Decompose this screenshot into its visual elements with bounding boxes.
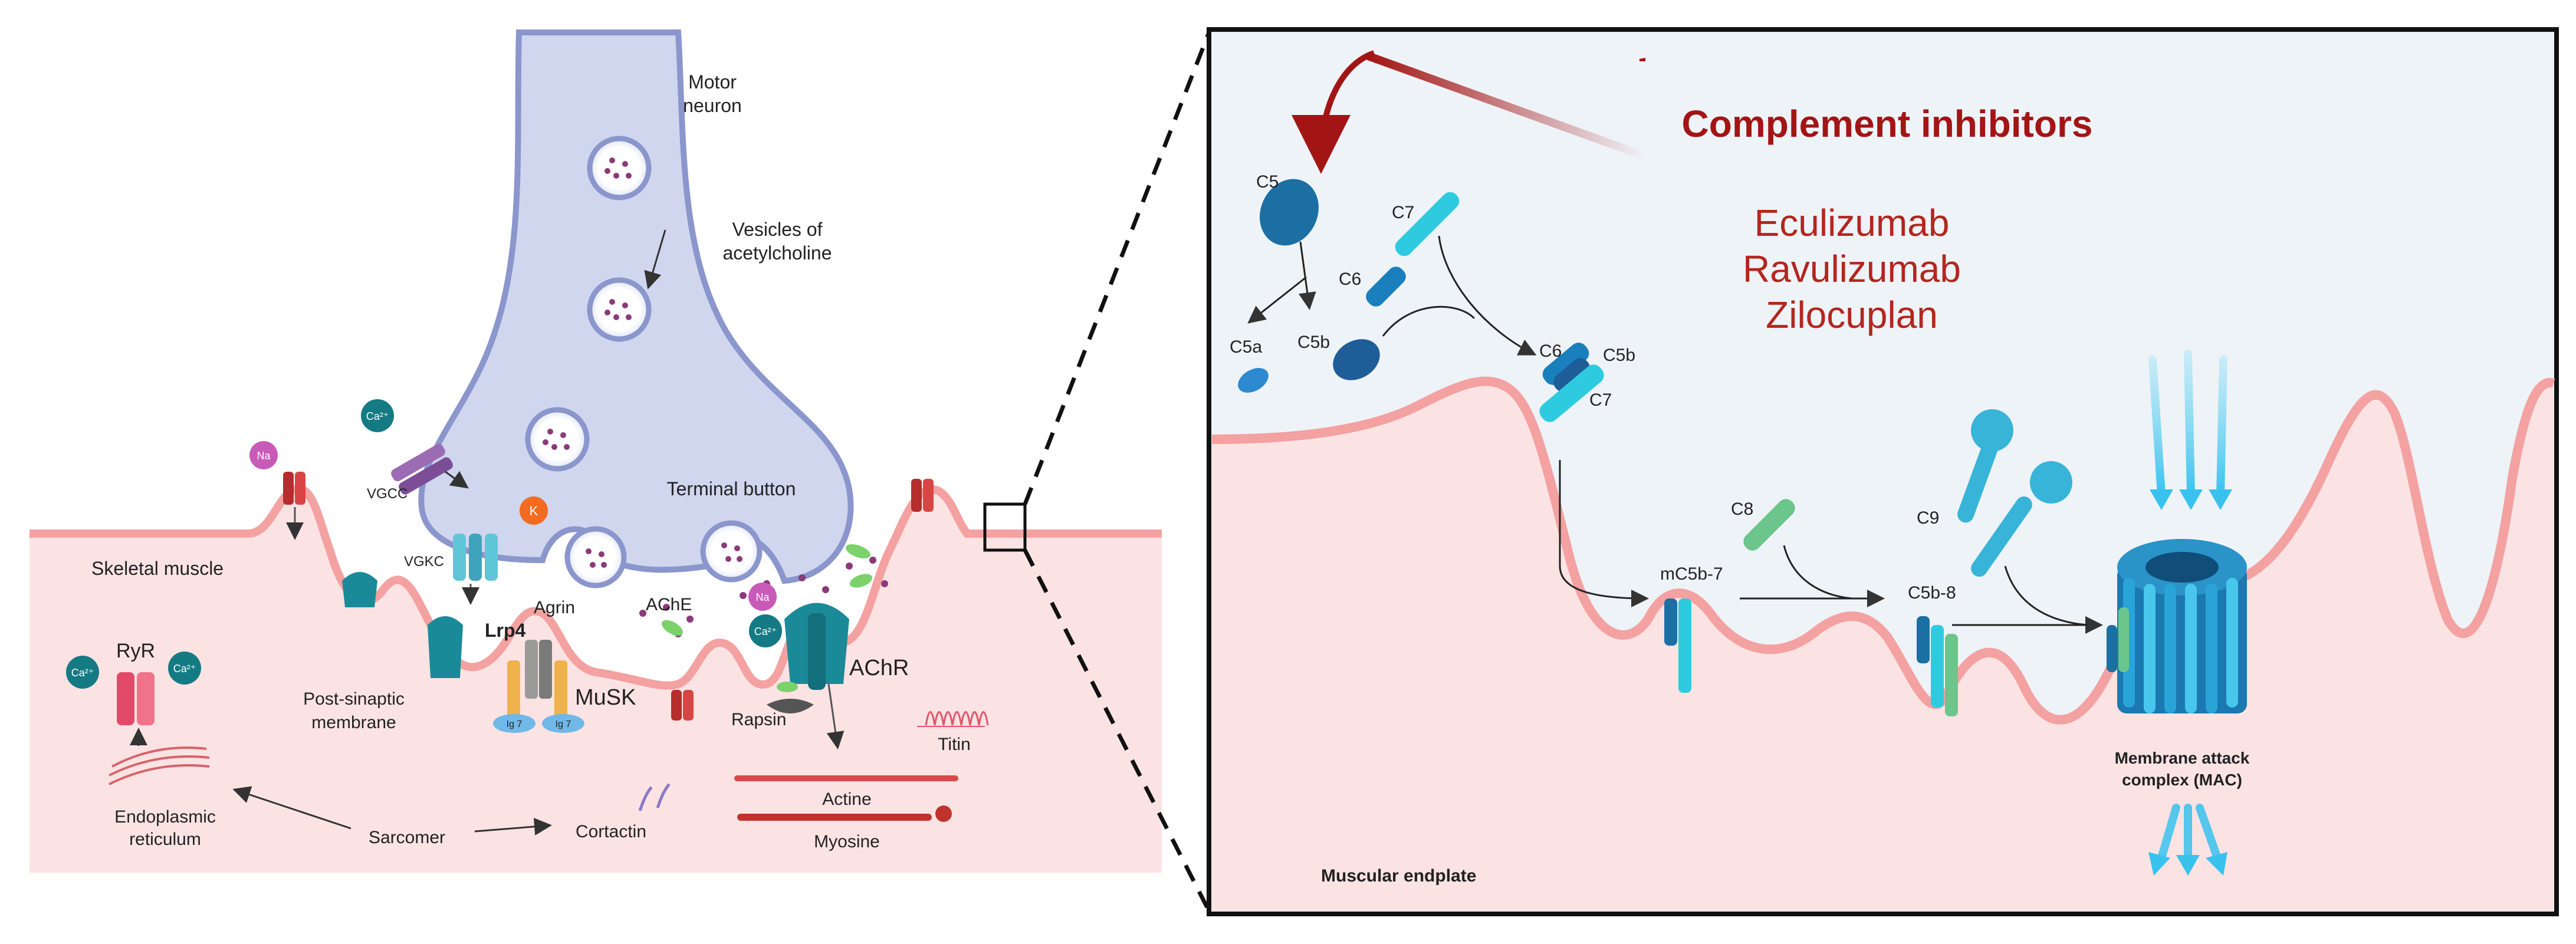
inhibitor-arrow <box>1292 50 1375 174</box>
vgkc-channel <box>453 534 498 581</box>
rapsin-label: Rapsin <box>731 710 786 729</box>
k-ion-label: K <box>530 504 538 518</box>
c9-icon <box>1957 409 2072 577</box>
vgkc-label: VGKC <box>404 554 444 570</box>
cortactin-icon <box>638 783 671 811</box>
c8-icon <box>1743 499 1795 551</box>
ryr-channel-icon <box>117 672 155 725</box>
c5b8-label: C5b-8 <box>1908 583 1956 603</box>
myosine-icon <box>737 805 952 822</box>
c7-label-2: C7 <box>1589 390 1612 410</box>
c6-icon <box>1366 267 1406 307</box>
vgcc-label: VGCC <box>367 486 408 502</box>
influx-arrowheads <box>2150 489 2232 510</box>
agrin-label: Agrin <box>534 598 575 617</box>
terminal-button-label: Terminal button <box>667 478 796 499</box>
ache-enzyme-icon <box>661 544 873 692</box>
inhibitor-fade-line <box>1639 58 1645 61</box>
zoom-line-top <box>1023 31 1211 505</box>
cortactin-label: Cortactin <box>576 822 646 841</box>
efflux-arrowheads <box>2148 852 2227 876</box>
lrp4-label: Lrp4 <box>485 620 526 641</box>
right-panel: Complement inhibitors Eculizumab Ravuliz… <box>1207 27 2559 916</box>
skeletal-muscle-label: Skeletal muscle <box>91 558 224 579</box>
k-ion-icon <box>520 496 548 525</box>
rapsin-icon <box>767 699 814 713</box>
sodium-channel-icon <box>283 472 934 721</box>
ca-label-1: Ca²⁺ <box>366 410 389 422</box>
vgcc-channel <box>391 444 453 495</box>
c5a-icon <box>1238 368 1269 393</box>
ig7-label-1: Ig 7 <box>507 719 523 729</box>
c5b-c6-c7-complex <box>1539 343 1604 422</box>
lrp4-musk-complex <box>493 640 584 733</box>
c7-icon <box>1395 192 1460 256</box>
musk-label: MuSK <box>575 685 636 710</box>
ache-label: AChE <box>646 595 692 614</box>
mac-complex <box>2107 539 2247 713</box>
inhibitor-fade-beam <box>1366 52 1647 160</box>
actine-icon <box>734 775 958 781</box>
sarcomer-label: Sarcomer <box>369 828 445 847</box>
c5-label: C5 <box>1256 172 1279 192</box>
na-label-1: Na <box>257 450 271 462</box>
c8-label: C8 <box>1731 499 1753 519</box>
drug-zilocuplan: Zilocuplan <box>1766 294 1938 336</box>
c5b-label-2: C5b <box>1603 346 1635 365</box>
c7-label: C7 <box>1392 203 1414 222</box>
c5b-icon <box>1333 339 1380 380</box>
na-ion-icon-2 <box>748 583 777 611</box>
ca-label-4: Ca²⁺ <box>754 626 777 637</box>
left-panel: K Ca²⁺ Ca²⁺ Ca²⁺ Ca²⁺ Na Na <box>29 29 1162 873</box>
achr-receptor-icon <box>342 572 849 690</box>
achr-label: AChR <box>849 656 909 680</box>
drug-eculizumab: Eculizumab <box>1754 202 1950 244</box>
ig7-label-2: Ig 7 <box>556 719 571 729</box>
endoplasmic-reticulum-icon <box>109 746 210 785</box>
myosine-label: Myosine <box>814 832 880 851</box>
acetylcholine-vesicles <box>525 136 888 637</box>
zoom-line-bottom <box>1023 549 1211 912</box>
mc5b7-label: mC5b-7 <box>1660 564 1723 584</box>
c5b-label: C5b <box>1297 333 1330 352</box>
zoom-box <box>983 502 1027 552</box>
muscular-endplate-label: Muscular endplate <box>1321 866 1476 886</box>
c5-icon <box>1260 179 1319 246</box>
ca-label-2: Ca²⁺ <box>71 667 94 679</box>
ca-ion-icon <box>66 399 782 689</box>
actine-label: Actine <box>822 790 871 809</box>
titin-icon <box>925 711 989 726</box>
efflux-arrows <box>2157 804 2222 862</box>
na-label-2: Na <box>755 591 770 603</box>
na-ion-icon <box>249 441 278 469</box>
endplate-muscle-region <box>1212 381 2554 911</box>
drug-ravulizumab: Ravulizumab <box>1743 248 1961 290</box>
c5a-label: C5a <box>1230 337 1262 357</box>
c5b8-complex <box>1917 616 1958 716</box>
complement-inhibitors-title: Complement inhibitors <box>1682 103 2093 145</box>
mc5b7-complex <box>1664 598 1691 693</box>
titin-label: Titin <box>938 735 971 754</box>
ryr-label: RyR <box>116 640 155 662</box>
ca-label-3: Ca²⁺ <box>173 663 196 675</box>
c6-label-2: C6 <box>1539 341 1562 361</box>
c9-label: C9 <box>1917 508 1939 528</box>
endplate-membrane-line <box>1211 376 2555 725</box>
influx-arrows <box>2148 350 2227 499</box>
c6-label: C6 <box>1339 269 1361 289</box>
